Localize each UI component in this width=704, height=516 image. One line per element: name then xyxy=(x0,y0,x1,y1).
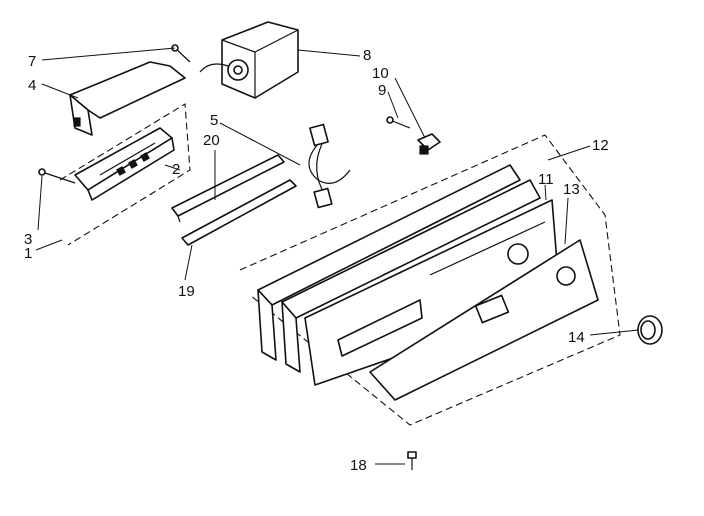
part-10-clip xyxy=(417,133,441,155)
part-14-knob xyxy=(637,315,663,345)
callout-13: 13 xyxy=(563,181,580,198)
callout-18: 18 xyxy=(350,457,367,474)
part-20-upper-rail xyxy=(171,154,285,223)
callout-19: 19 xyxy=(178,283,195,300)
leader-lines xyxy=(35,47,639,465)
part-2-switch-module xyxy=(74,127,175,201)
part-3-screw xyxy=(38,168,76,184)
callout-14: 14 xyxy=(568,329,585,346)
panel-gasket xyxy=(257,164,521,361)
group-outline-left xyxy=(59,103,191,246)
callout-11: 11 xyxy=(538,171,554,188)
callout-2: 2 xyxy=(172,161,180,178)
callout-8: 8 xyxy=(363,47,371,64)
part-13-display-panel xyxy=(369,239,599,401)
part-5-wire-harness xyxy=(308,123,351,209)
callout-4: 4 xyxy=(28,77,36,94)
part-8-timer-motor xyxy=(199,21,299,99)
callout-5: 5 xyxy=(210,112,218,129)
callout-20: 20 xyxy=(203,132,220,149)
group-outline-main xyxy=(239,134,621,426)
callout-1: 1 xyxy=(24,245,32,262)
part-4-top-cover xyxy=(69,61,186,136)
part-19-lower-rail xyxy=(181,179,297,246)
part-18-screw xyxy=(407,451,417,470)
callout-7: 7 xyxy=(28,53,36,70)
callout-3: 3 xyxy=(24,231,32,248)
part-11-control-panel xyxy=(304,199,561,386)
callout-10: 10 xyxy=(372,65,389,82)
callout-9: 9 xyxy=(378,82,386,99)
panel-frame xyxy=(281,179,541,373)
callout-12: 12 xyxy=(592,137,609,154)
part-9-pin xyxy=(386,116,411,129)
